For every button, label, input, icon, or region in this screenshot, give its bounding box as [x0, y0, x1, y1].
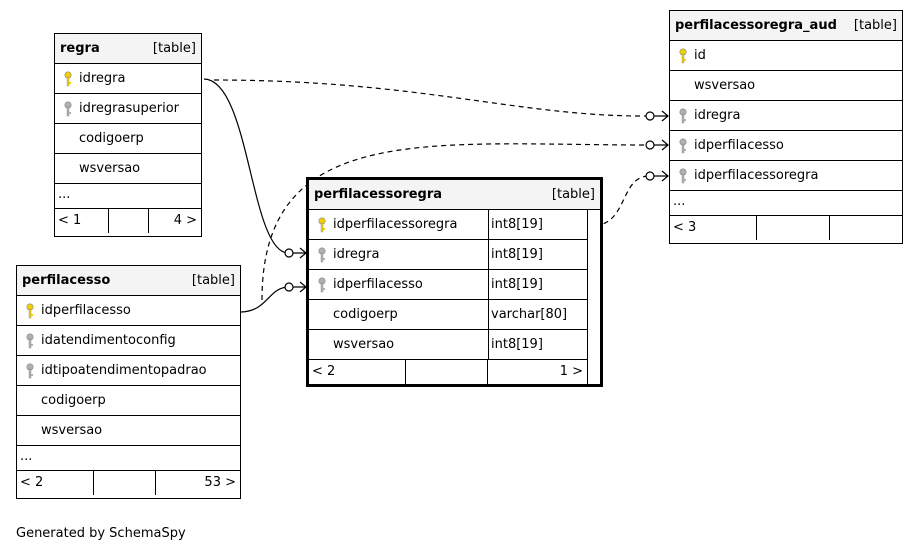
column-name: idperfilacesso: [694, 138, 784, 153]
column-row[interactable]: wsversao: [55, 154, 201, 184]
column-row[interactable]: idregra: [55, 64, 201, 94]
table-kind: [table]: [551, 187, 595, 202]
column-row[interactable]: idregra int8[19]: [309, 240, 588, 270]
footer-spacer: [108, 209, 149, 233]
primary-key-icon: [678, 48, 688, 64]
column-name: wsversao: [333, 337, 395, 352]
parents-link[interactable]: < 2: [20, 475, 44, 490]
foreign-key-icon: [678, 108, 688, 124]
column-row[interactable]: wsversao int8[19]: [309, 330, 588, 360]
column-name: idperfilacessoregra: [694, 168, 819, 183]
footer-spacer: [756, 216, 830, 240]
column-row[interactable]: wsversao: [17, 416, 240, 446]
children-link[interactable]: [830, 216, 902, 240]
column-type: int8[19]: [488, 330, 588, 359]
table-kind: [table]: [152, 41, 196, 56]
column-name: wsversao: [79, 161, 141, 176]
foreign-key-icon: [63, 101, 73, 117]
column-name: idperfilacesso: [41, 303, 131, 318]
column-name: idregrasuperior: [79, 101, 180, 116]
parents-link[interactable]: < 2: [312, 364, 336, 379]
column-row[interactable]: idregrasuperior: [55, 94, 201, 124]
column-type: varchar[80]: [488, 300, 588, 329]
children-link[interactable]: 1 >: [488, 360, 588, 384]
column-name: idregra: [333, 247, 380, 262]
table-name: regra: [60, 41, 100, 56]
primary-key-icon: [63, 71, 73, 87]
column-name: codigoerp: [41, 393, 106, 408]
column-row[interactable]: wsversao: [670, 71, 902, 101]
table-name: perfilacessoregra: [314, 187, 443, 202]
column-type: int8[19]: [488, 240, 588, 269]
foreign-key-icon: [25, 333, 35, 349]
column-name: idperfilacesso: [333, 277, 423, 292]
column-name: idregra: [694, 108, 741, 123]
table-perfilacesso[interactable]: perfilacesso [table] idperfilacesso idaten…: [16, 265, 241, 499]
column-name: codigoerp: [333, 307, 398, 322]
foreign-key-icon: [678, 168, 688, 184]
table-regra[interactable]: regra [table] idregra idregrasuperior codig…: [54, 33, 202, 237]
column-name: idperfilacessoregra: [333, 217, 458, 232]
column-name: idatendimentoconfig: [41, 333, 176, 348]
foreign-key-icon: [317, 277, 327, 293]
table-name: perfilacesso: [22, 273, 111, 288]
more-columns: ...: [673, 194, 686, 209]
column-row[interactable]: idperfilacesso: [670, 131, 902, 161]
footer-spacer: [93, 471, 156, 495]
column-name: wsversao: [694, 78, 756, 93]
column-row[interactable]: idperfilacesso: [17, 296, 240, 326]
column-name: wsversao: [41, 423, 103, 438]
column-type: int8[19]: [488, 210, 588, 239]
column-row[interactable]: idperfilacessoregra: [670, 161, 902, 191]
link-regra-perfilacessoregra: [203, 78, 289, 254]
column-row[interactable]: idperfilacesso int8[19]: [309, 270, 588, 300]
link-perfilacessoregra-aud: [594, 175, 649, 227]
primary-key-icon: [317, 217, 327, 233]
column-name: id: [694, 48, 706, 63]
column-row[interactable]: idatendimentoconfig: [17, 326, 240, 356]
table-kind: [table]: [853, 18, 897, 33]
column-name: codigoerp: [79, 131, 144, 146]
column-row[interactable]: codigoerp: [17, 386, 240, 416]
column-row[interactable]: idperfilacessoregra int8[19]: [309, 210, 588, 240]
table-name: perfilacessoregra_aud: [675, 18, 837, 33]
parents-link[interactable]: < 3: [673, 220, 697, 235]
children-link[interactable]: 4 >: [173, 213, 197, 228]
primary-key-icon: [25, 303, 35, 319]
children-link[interactable]: 53 >: [204, 475, 236, 490]
column-row[interactable]: codigoerp: [55, 124, 201, 154]
foreign-key-icon: [317, 247, 327, 263]
generated-by-label: Generated by SchemaSpy: [16, 526, 186, 541]
table-perfilacessoregra_aud[interactable]: perfilacessoregra_aud [table] id wsversao i…: [669, 10, 903, 244]
more-columns: ...: [20, 449, 33, 464]
column-row[interactable]: codigoerp varchar[80]: [309, 300, 588, 330]
link-regra-aud: [213, 79, 649, 117]
column-row[interactable]: idtipoatendimentopadrao: [17, 356, 240, 386]
link-perfilacesso-aud: [261, 143, 649, 301]
column-row[interactable]: idregra: [670, 101, 902, 131]
parents-link[interactable]: < 1: [58, 213, 82, 228]
table-perfilacessoregra[interactable]: perfilacessoregra [table] idperfilacessor…: [306, 177, 603, 387]
column-type: int8[19]: [488, 270, 588, 299]
column-row[interactable]: id: [670, 41, 902, 71]
foreign-key-icon: [25, 363, 35, 379]
column-name: idtipoatendimentopadrao: [41, 363, 207, 378]
footer-spacer: [405, 360, 488, 384]
foreign-key-icon: [678, 138, 688, 154]
column-name: idregra: [79, 71, 126, 86]
more-columns: ...: [58, 187, 71, 202]
table-kind: [table]: [191, 273, 235, 288]
link-perfilacesso-perfilacessoregra: [240, 286, 289, 313]
